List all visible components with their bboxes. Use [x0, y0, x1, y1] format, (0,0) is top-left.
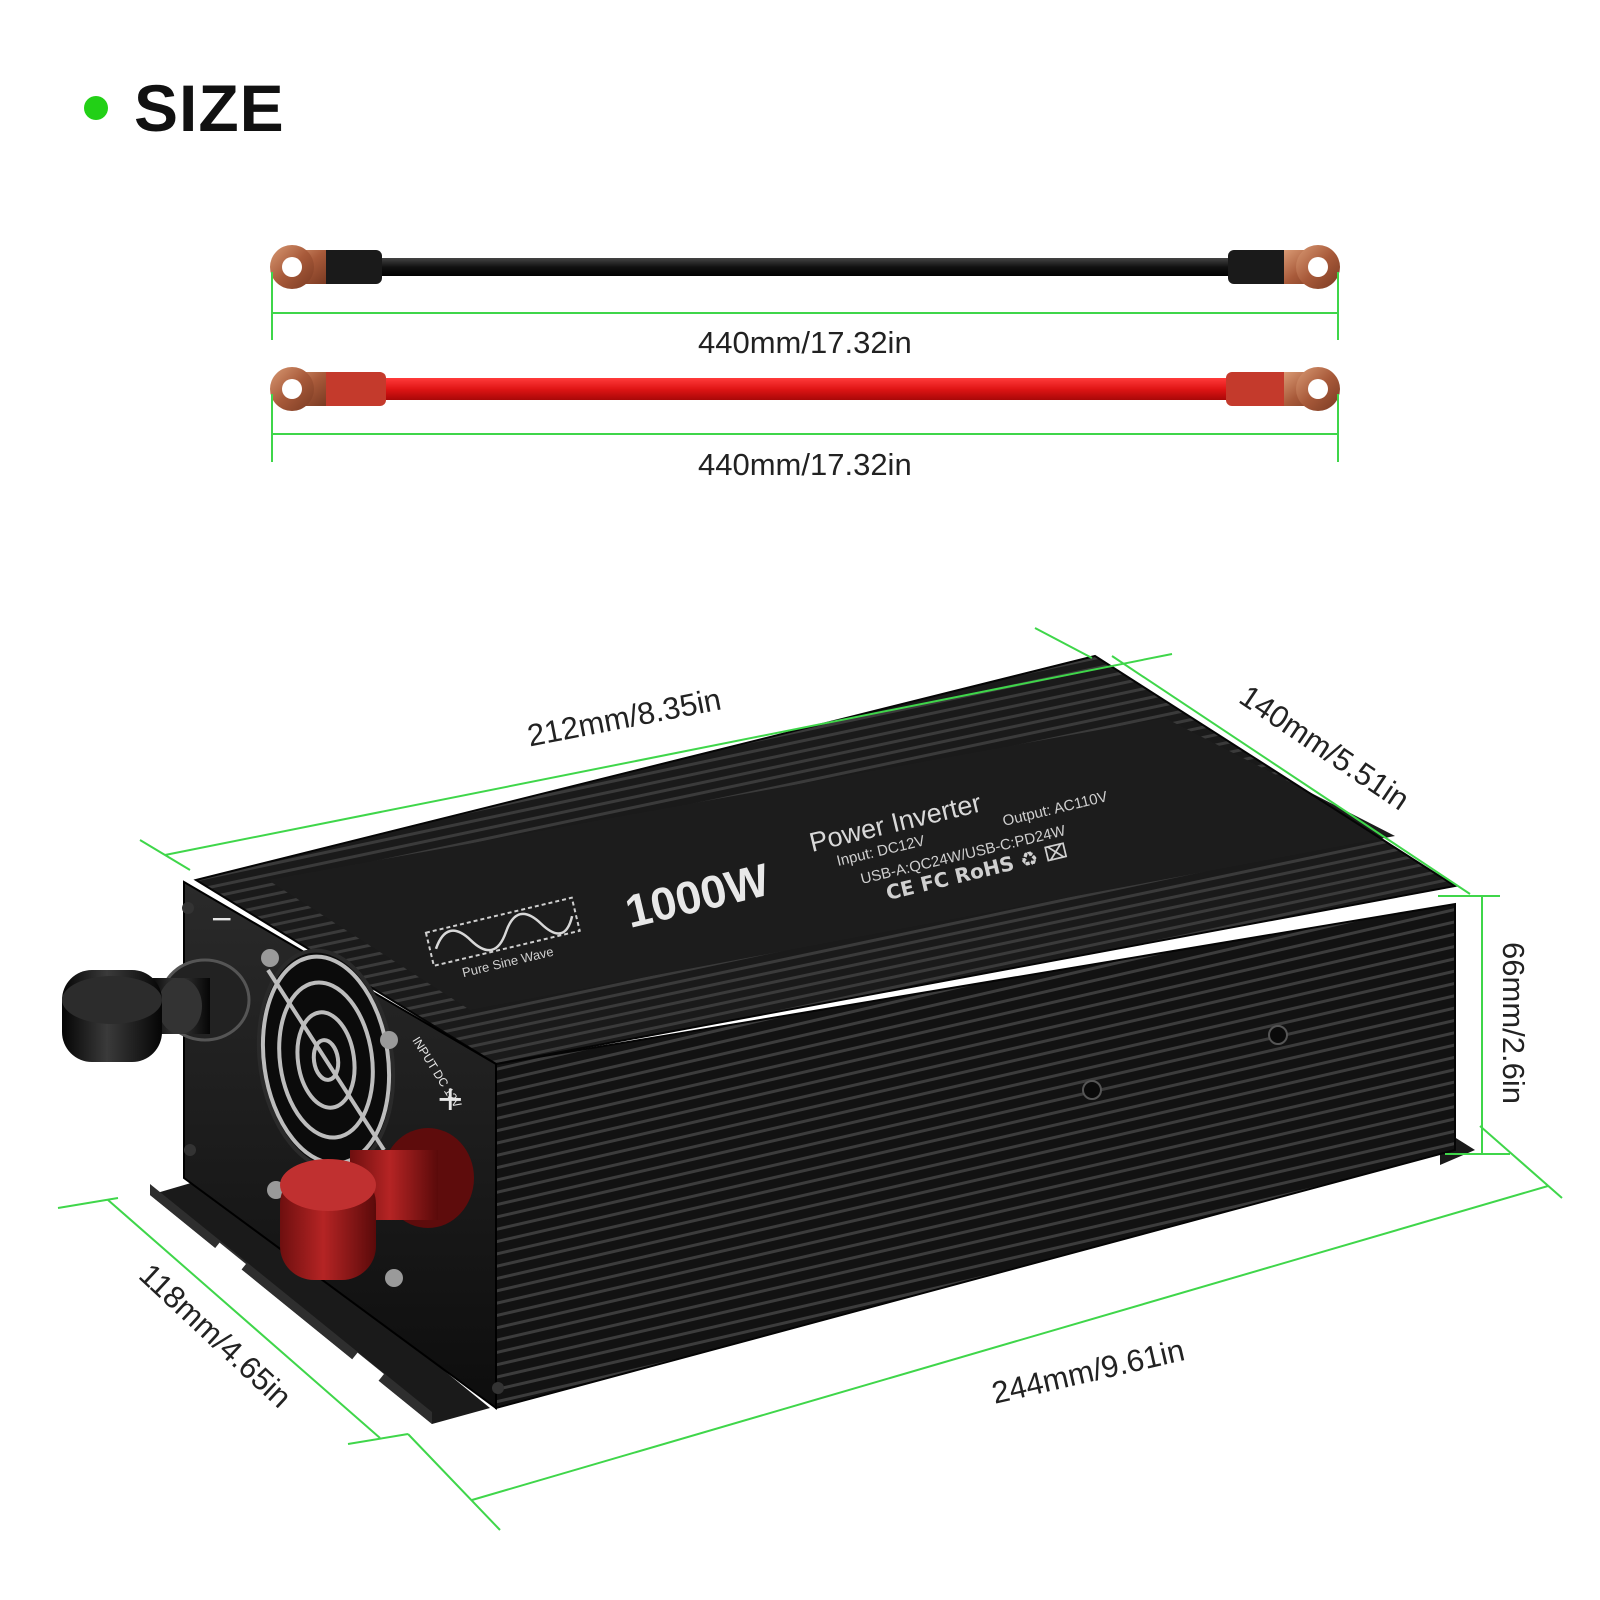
ring-terminal-icon	[270, 245, 326, 289]
red-cable-length-label: 440mm/17.32in	[698, 447, 912, 482]
plus-sign: +	[436, 1079, 465, 1119]
negative-terminal-knob	[62, 958, 251, 1062]
mounting-base	[150, 1128, 1475, 1424]
black-cable	[270, 245, 1340, 289]
page-title: SIZE	[134, 71, 285, 145]
height-label: 66mm/2.6in	[1495, 942, 1531, 1104]
black-cable-length-label: 440mm/17.32in	[698, 325, 912, 360]
inverter-side-fins	[496, 904, 1455, 1408]
positive-terminal-knob	[280, 1128, 474, 1280]
minus-sign: −	[210, 902, 233, 935]
inverter-top-panel	[268, 718, 1395, 1010]
ring-terminal-icon	[270, 367, 326, 411]
red-cable	[270, 367, 1340, 411]
cable-dimension-lines	[271, 272, 1339, 462]
screw-icon	[1268, 1025, 1288, 1045]
ring-terminal-icon	[1284, 245, 1340, 289]
ring-terminal-icon	[1284, 367, 1340, 411]
screw-icon	[492, 1382, 504, 1394]
screw-icon	[182, 902, 194, 914]
screw-icon	[1082, 1080, 1102, 1100]
bullet-dot-icon	[84, 96, 108, 120]
page-header: SIZE	[84, 70, 285, 146]
screw-icon	[184, 1144, 196, 1156]
inverter-dimension-lines	[57, 627, 1563, 1531]
